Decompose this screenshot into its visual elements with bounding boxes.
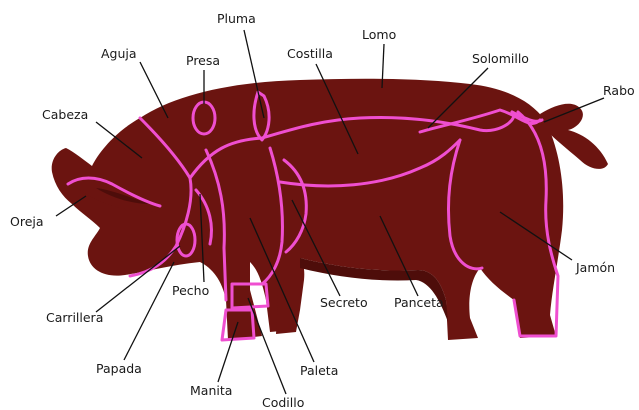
label-pluma: Pluma [217, 12, 256, 26]
label-jamon: Jamón [576, 261, 615, 275]
label-cabeza: Cabeza [42, 108, 88, 122]
label-costilla: Costilla [287, 47, 333, 61]
label-paleta: Paleta [300, 364, 338, 378]
label-panceta: Panceta [394, 296, 444, 310]
label-presa: Presa [186, 54, 220, 68]
label-papada: Papada [96, 362, 142, 376]
label-pecho: Pecho [172, 284, 209, 298]
label-lomo: Lomo [362, 28, 396, 42]
label-rabo: Rabo [603, 84, 635, 98]
label-secreto: Secreto [320, 296, 368, 310]
leader-aguja [140, 62, 168, 118]
label-solomillo: Solomillo [472, 52, 529, 66]
label-oreja: Oreja [10, 215, 44, 229]
label-manita: Manita [190, 384, 232, 398]
label-codillo: Codillo [262, 396, 304, 410]
label-aguja: Aguja [101, 47, 137, 61]
label-carrillera: Carrillera [46, 311, 103, 325]
